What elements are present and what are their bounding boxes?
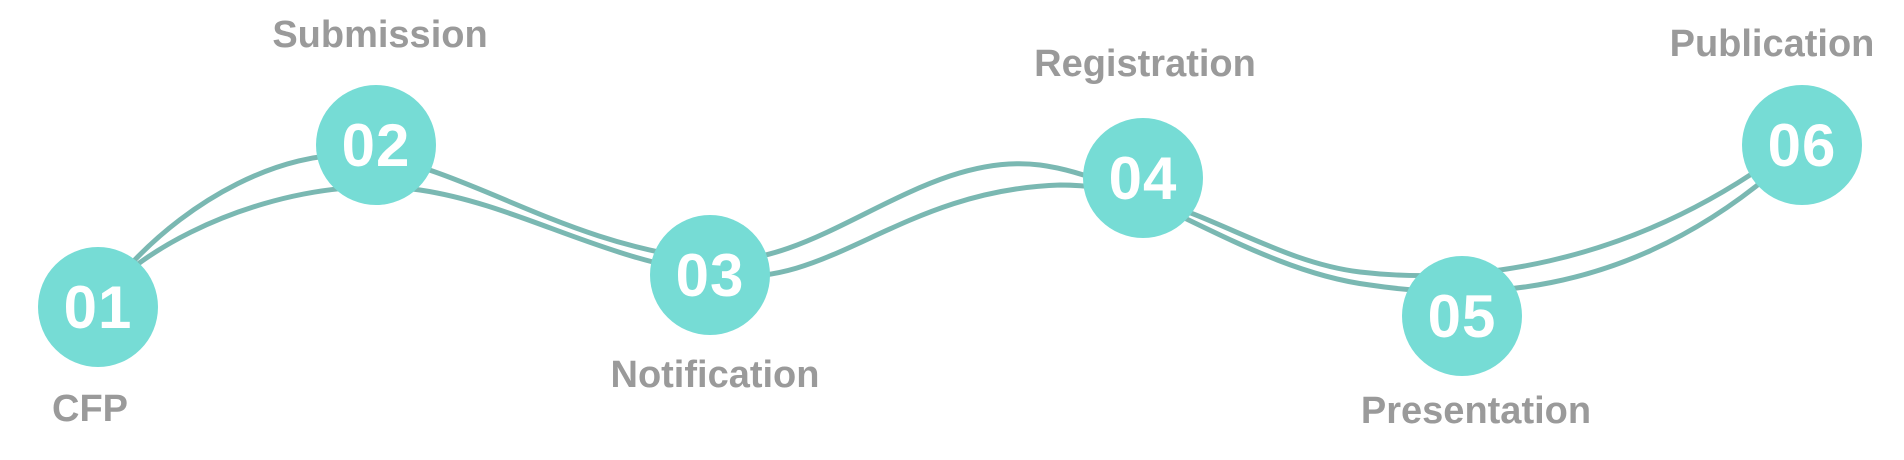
step-04-number: 04: [1108, 144, 1178, 212]
step-06-label: Publication: [1669, 23, 1875, 65]
step-03-number: 03: [675, 241, 745, 309]
step-02-number: 02: [341, 111, 411, 179]
step-01-label: CFP: [52, 388, 128, 430]
step-06-number: 06: [1767, 111, 1837, 179]
step-05-circle: 05: [1402, 256, 1522, 376]
step-01-number: 01: [63, 273, 133, 341]
step-06-circle: 06: [1742, 85, 1862, 205]
step-05-number: 05: [1427, 282, 1497, 350]
step-04-label: Registration: [1034, 43, 1256, 85]
step-02-circle: 02: [316, 85, 436, 205]
step-03-circle: 03: [650, 215, 770, 335]
step-03-label: Notification: [610, 354, 820, 396]
step-01-circle: 01: [38, 247, 158, 367]
step-04-circle: 04: [1083, 118, 1203, 238]
step-02-label: Submission: [272, 14, 488, 56]
step-05-label: Presentation: [1360, 390, 1592, 432]
